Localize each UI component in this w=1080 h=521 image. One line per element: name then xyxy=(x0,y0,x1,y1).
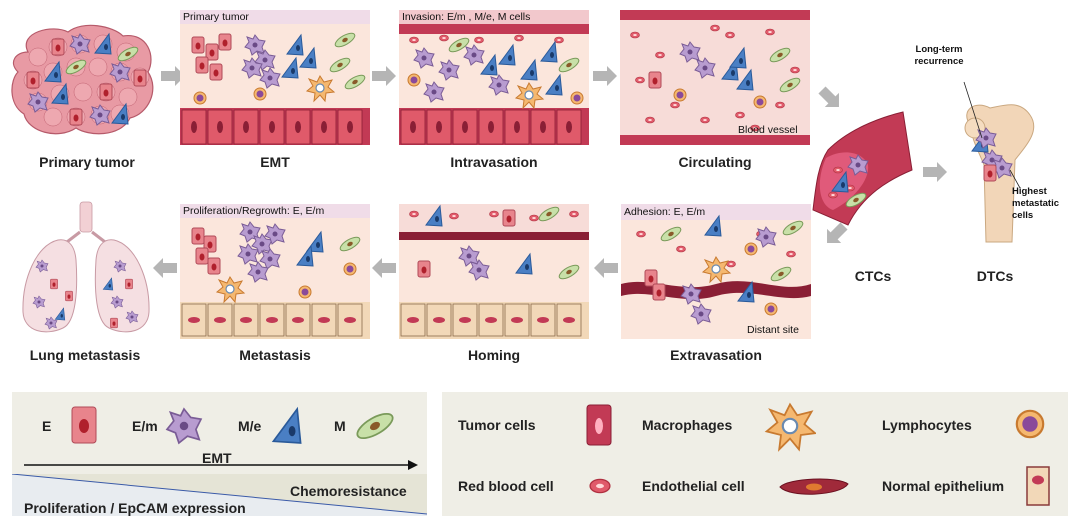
intravasation-panel: Invasion: E/m , M/e, M cells xyxy=(399,10,589,145)
stage-label-primary-tumor: Primary tumor xyxy=(39,154,135,170)
bone-illustration xyxy=(950,70,1070,250)
m-cell-icon xyxy=(352,408,398,444)
flow-arrow-8 xyxy=(372,258,396,278)
extravasation-panel-tag-top: Adhesion: E, E/m xyxy=(624,206,706,218)
circulating-panel: Blood vessel xyxy=(620,10,810,145)
stage-label-circulating: Circulating xyxy=(678,154,752,170)
legend-red-blood-cell-label: Red blood cell xyxy=(458,478,554,494)
emt-axis-label: EMT xyxy=(202,450,232,466)
proliferation-label: Proliferation / EpCAM expression xyxy=(24,500,246,516)
em-cell-icon xyxy=(166,408,202,444)
stage-label-dtcs: DTCs xyxy=(976,268,1014,284)
legend-endothelial-cell-label: Endothelial cell xyxy=(642,478,745,494)
legend-cell-states: E E/m M/e M EMT Chemoresistance Prolifer… xyxy=(12,392,427,516)
metastasis-panel: Proliferation/Regrowth: E, E/m xyxy=(180,204,370,339)
bone-note-highest: Highest metastatic cells xyxy=(1012,186,1059,221)
legend-normal-epithelium-label: Normal epithelium xyxy=(882,478,1005,494)
stage-label-metastasis: Metastasis xyxy=(239,347,311,363)
emt-axis-arrow xyxy=(24,460,418,470)
me-cell-icon xyxy=(272,408,302,444)
legend-macrophages-label: Macrophages xyxy=(642,417,733,433)
red-blood-cell-icon xyxy=(588,478,612,494)
circulating-panel-tag: Blood vessel xyxy=(738,124,798,136)
intravasation-panel-tag: Invasion: E/m , M/e, M cells xyxy=(402,11,531,23)
stage-label-homing: Homing xyxy=(467,347,521,363)
gradient-wedges xyxy=(12,474,427,516)
flow-arrow-5 xyxy=(923,162,947,182)
stage-label-emt: EMT xyxy=(260,154,290,170)
emt-panel-tag: Primary tumor xyxy=(183,11,249,23)
e-cell-icon xyxy=(71,406,97,444)
emt-panel: Primary tumor xyxy=(180,10,370,145)
stage-label-ctcs: CTCs xyxy=(854,268,892,284)
legend-me-label: M/e xyxy=(238,418,262,434)
primary-tumor-illustration xyxy=(8,22,158,140)
legend-em-label: E/m xyxy=(132,418,158,434)
homing-panel xyxy=(399,204,589,339)
stage-label-lung-metastasis: Lung metastasis xyxy=(29,347,141,363)
extravasation-panel-tag-bottom: Distant site xyxy=(747,324,799,336)
extravasation-panel: Adhesion: E, E/m Distant site xyxy=(621,204,811,339)
legend-e-label: E xyxy=(42,418,52,434)
flow-arrow-6 xyxy=(820,222,850,251)
flow-arrow-3 xyxy=(593,66,617,86)
flow-arrow-7 xyxy=(594,258,618,278)
lymphocyte-icon xyxy=(1015,409,1045,439)
tumor-cell-icon xyxy=(586,404,612,446)
stage-label-intravasation: Intravasation xyxy=(450,154,538,170)
metastasis-panel-tag: Proliferation/Regrowth: E, E/m xyxy=(183,205,325,217)
lung-illustration xyxy=(18,200,154,340)
stage-label-extravasation: Extravasation xyxy=(670,347,762,363)
legend-tumor-cells-label: Tumor cells xyxy=(458,417,536,433)
legend-m-label: M xyxy=(334,418,346,434)
flow-arrow-2 xyxy=(372,66,396,86)
chemoresistance-label: Chemoresistance xyxy=(290,483,407,499)
bone-note-recurrence: Long-term recurrence xyxy=(914,44,964,67)
endothelial-cell-icon xyxy=(779,478,849,495)
ctc-vessel-illustration xyxy=(808,110,918,228)
legend-lymphocytes-label: Lymphocytes xyxy=(882,417,972,433)
flow-arrow-9 xyxy=(153,258,177,278)
legend-cell-types: Tumor cells Macrophages Lymphocytes Red … xyxy=(442,392,1068,516)
macrophage-icon xyxy=(765,403,816,451)
normal-epithelium-icon xyxy=(1026,466,1050,506)
